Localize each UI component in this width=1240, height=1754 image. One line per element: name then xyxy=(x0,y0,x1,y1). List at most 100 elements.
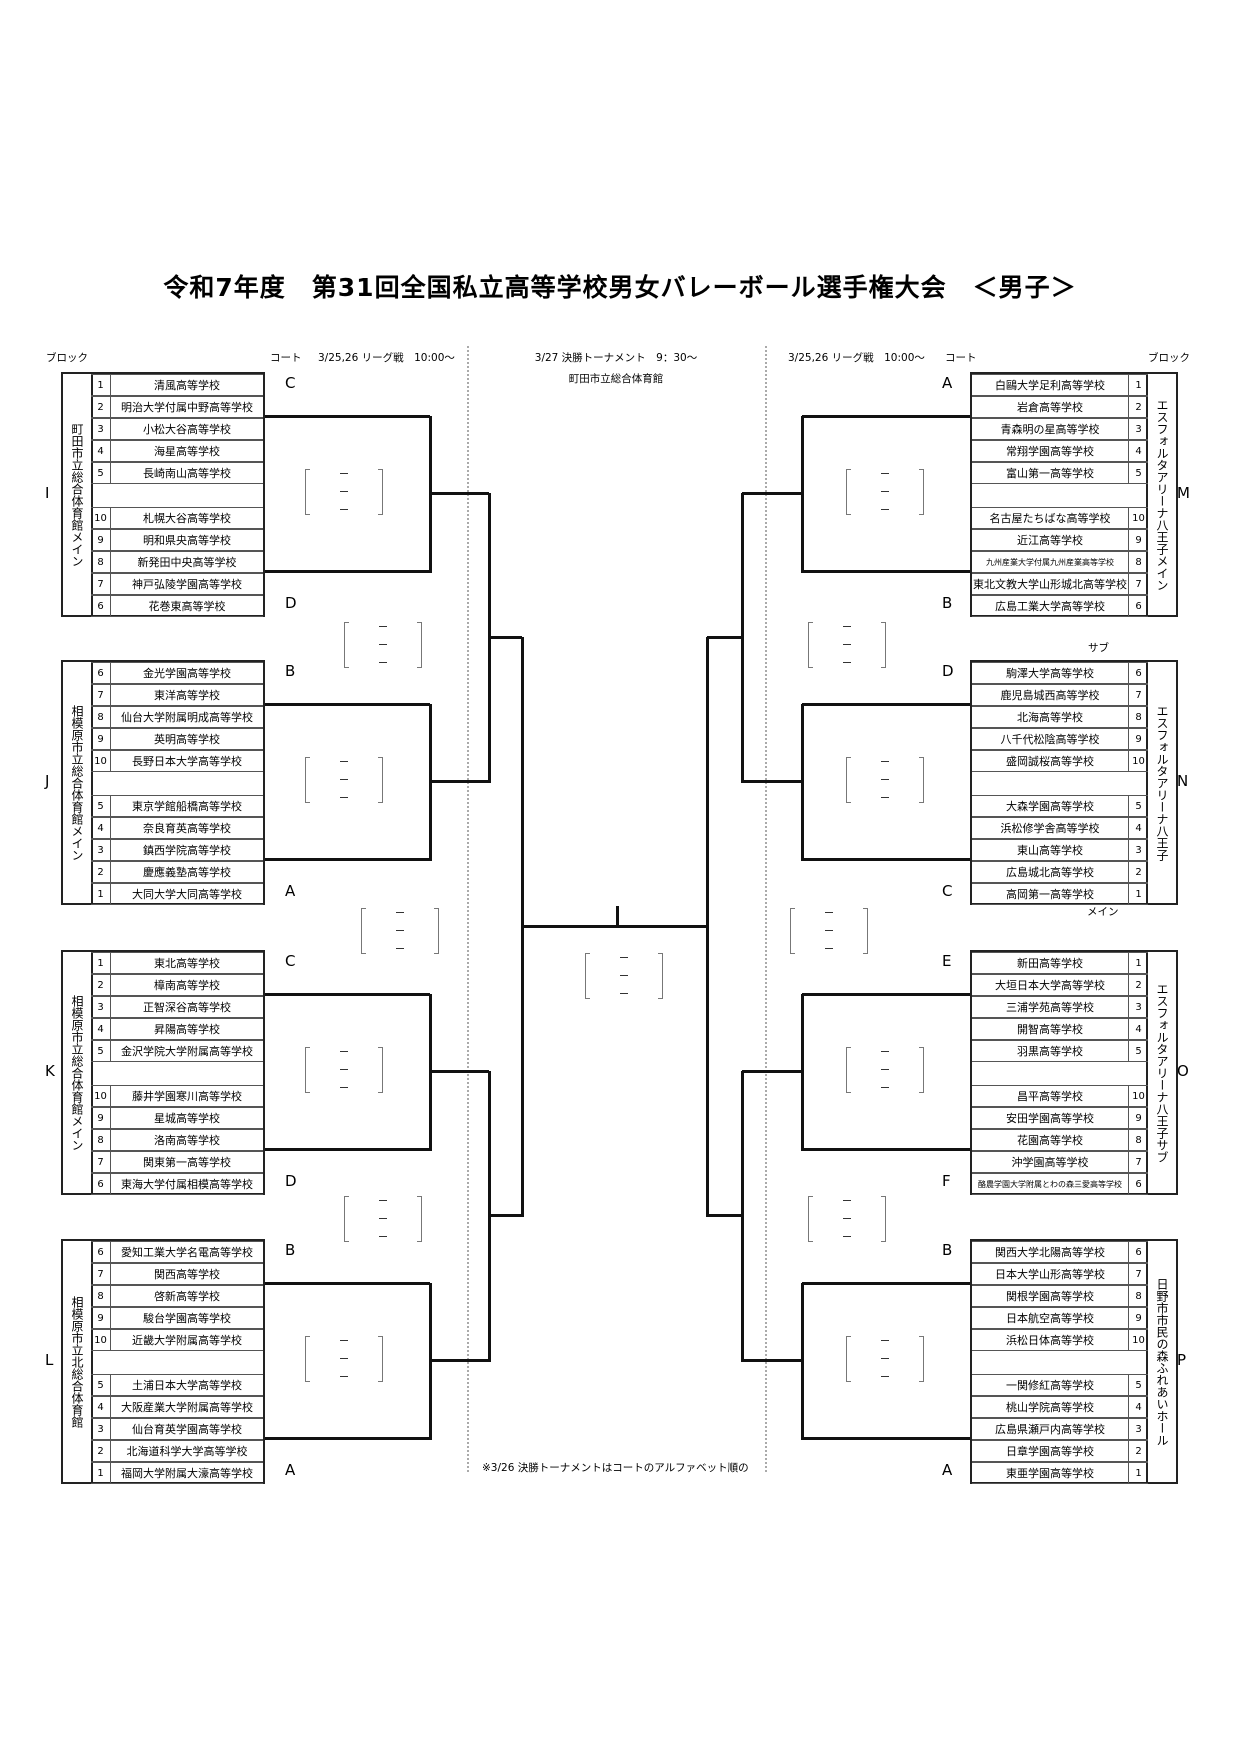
team-seed: 7 xyxy=(91,574,111,594)
bracket-line xyxy=(740,493,744,783)
block-letter: J xyxy=(45,772,50,790)
score-blank xyxy=(379,1218,387,1219)
score-blank xyxy=(340,779,348,780)
team-seed: 6 xyxy=(91,596,111,616)
score-blank xyxy=(843,626,851,627)
team-name: 関根学園高等学校 xyxy=(1006,1290,1094,1303)
score-blank xyxy=(340,473,348,474)
team-seed: 4 xyxy=(91,441,111,461)
score-blank xyxy=(379,1200,387,1201)
score-blank xyxy=(340,491,348,492)
team-name: 神戸弘陵学園高等学校 xyxy=(132,578,242,591)
team-name: 東洋高等学校 xyxy=(154,689,220,702)
team-seed: 9 xyxy=(91,729,111,749)
team-seed: 4 xyxy=(91,1019,111,1039)
team-seed: 4 xyxy=(91,818,111,838)
score-bracket-right xyxy=(919,1047,924,1093)
score-blank xyxy=(396,930,404,931)
team-seed: 4 xyxy=(1128,1019,1148,1039)
block-letter: M xyxy=(1177,484,1190,502)
team-seed: 10 xyxy=(91,508,111,528)
score-box xyxy=(808,622,886,668)
team-seed: 4 xyxy=(1128,1397,1148,1417)
team-name: 新田高等学校 xyxy=(1017,957,1083,970)
score-blank xyxy=(843,1218,851,1219)
bracket-line xyxy=(489,635,522,639)
venue-label: 相模原市立北総合体育館 xyxy=(63,1241,93,1482)
team-seed: 9 xyxy=(1128,729,1148,749)
team-name: 昌平高等学校 xyxy=(1017,1090,1083,1103)
bracket-line xyxy=(489,1214,522,1217)
main-court-label: メイン xyxy=(1087,906,1119,918)
team-seed: 9 xyxy=(91,530,111,550)
team-row: 7 神戸弘陵学園高等学校 xyxy=(91,573,263,595)
score-blank xyxy=(340,761,348,762)
bracket-line xyxy=(802,1281,970,1285)
score-blank xyxy=(620,993,628,994)
court-letter: B xyxy=(942,1241,953,1259)
score-blank xyxy=(881,1358,889,1359)
court-letter: A xyxy=(942,1461,953,1479)
team-seed: 8 xyxy=(1128,552,1148,572)
team-seed: 6 xyxy=(1128,1242,1148,1262)
venue-label: 町田市立総合体育館メイン xyxy=(63,374,93,615)
team-name: 近畿大学附属高等学校 xyxy=(132,1334,242,1347)
team-name: 大森学園高等学校 xyxy=(1006,800,1094,813)
team-seed: 2 xyxy=(1128,975,1148,995)
team-name: 鎮西学院高等学校 xyxy=(143,844,231,857)
team-name: 新発田中央高等学校 xyxy=(137,556,237,569)
score-box xyxy=(808,1196,886,1242)
bracket-line xyxy=(265,857,430,861)
team-seed: 7 xyxy=(91,685,111,705)
team-seed: 4 xyxy=(1128,818,1148,838)
team-seed: 4 xyxy=(91,1397,111,1417)
team-name: 東山高等学校 xyxy=(1017,844,1083,857)
team-name: 近江高等学校 xyxy=(1017,534,1083,547)
team-name: 昇陽高等学校 xyxy=(154,1023,220,1036)
score-bracket-right xyxy=(378,757,383,803)
team-seed: 5 xyxy=(91,1041,111,1061)
block-letter: N xyxy=(1177,772,1189,790)
court-letter: B xyxy=(285,662,296,680)
team-name: 仙台大学附属明成高等学校 xyxy=(121,711,253,724)
score-bracket-left xyxy=(808,1196,813,1242)
bracket-line xyxy=(707,635,742,639)
team-name: 安田学園高等学校 xyxy=(1006,1112,1094,1125)
team-name: 英明高等学校 xyxy=(154,733,220,746)
score-blank xyxy=(881,779,889,780)
score-blank xyxy=(340,1069,348,1070)
team-name: 岩倉高等学校 xyxy=(1017,401,1083,414)
team-seed: 1 xyxy=(91,375,111,395)
team-seed: 2 xyxy=(91,975,111,995)
score-box xyxy=(846,469,924,515)
score-blank xyxy=(881,761,889,762)
venue-label: 相模原市立総合体育館メイン xyxy=(63,662,93,903)
score-blank xyxy=(881,1069,889,1070)
bracket-line xyxy=(707,1214,742,1217)
team-seed: 6 xyxy=(91,663,111,683)
score-blank xyxy=(825,948,833,949)
league-schedule-left: 3/25,26 リーグ戦 10:00～ xyxy=(318,352,455,364)
score-bracket-right xyxy=(434,908,439,954)
score-bracket-right xyxy=(881,1196,886,1242)
bracket-line xyxy=(802,992,970,996)
team-name: 金沢学院大学附属高等学校 xyxy=(121,1045,253,1058)
score-box xyxy=(361,908,439,954)
